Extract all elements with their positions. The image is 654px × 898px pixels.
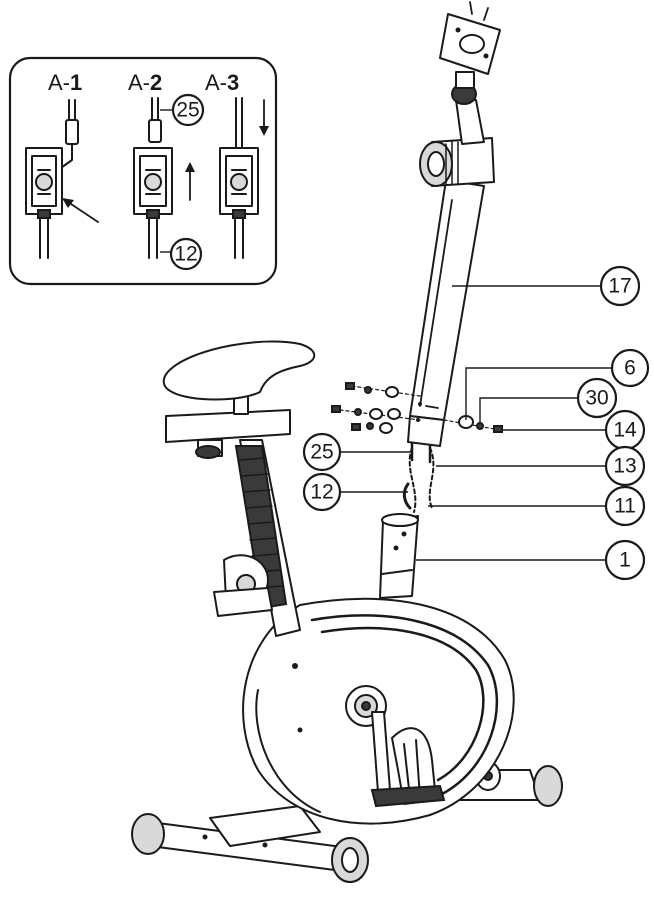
svg-text:17: 17	[608, 275, 631, 298]
seat-post	[213, 439, 301, 637]
front-stabilizer	[131, 805, 369, 883]
callout-13: 13	[604, 445, 646, 487]
callout-6: 6	[610, 348, 650, 388]
inset-callout-25: 25	[171, 93, 205, 127]
inset-step-2-title: A-2	[128, 70, 162, 95]
main-frame-tube	[379, 513, 419, 599]
inset-step-2-drawing	[133, 97, 195, 259]
inset-step-3-title: A-3	[205, 70, 239, 95]
inset-step-1-title: A-1	[48, 70, 82, 95]
seat-assembly	[162, 340, 316, 459]
svg-text:14: 14	[613, 419, 637, 442]
inset-step-3-drawing	[219, 97, 269, 259]
callout-11: 11	[604, 485, 646, 527]
inset-step-1-drawing	[25, 99, 99, 259]
svg-text:13: 13	[613, 455, 636, 478]
hardware-right	[443, 415, 503, 433]
callout-17: 17	[599, 265, 641, 307]
svg-text:12: 12	[310, 481, 333, 504]
handlebar-post	[407, 1, 501, 447]
callout-12: 12	[302, 472, 342, 512]
svg-text:25: 25	[176, 99, 199, 122]
exercise-bike-drawing	[131, 1, 563, 883]
svg-text:6: 6	[624, 357, 636, 380]
svg-text:30: 30	[585, 387, 608, 410]
svg-text:1: 1	[619, 549, 631, 572]
cable-connection	[402, 442, 435, 513]
flywheel-housing	[242, 597, 515, 825]
svg-text:12: 12	[174, 243, 197, 266]
svg-text:25: 25	[310, 441, 333, 464]
callout-14: 14	[604, 409, 646, 451]
callout-25: 25	[302, 432, 342, 472]
leader-lines	[340, 285, 612, 561]
inset-callout-12: 12	[169, 237, 203, 271]
callout-1: 1	[604, 539, 646, 581]
hardware-left	[331, 382, 421, 434]
inset-panel: A-1 A-2 A-3	[8, 56, 278, 286]
svg-text:11: 11	[614, 495, 636, 518]
callout-30: 30	[576, 377, 618, 419]
